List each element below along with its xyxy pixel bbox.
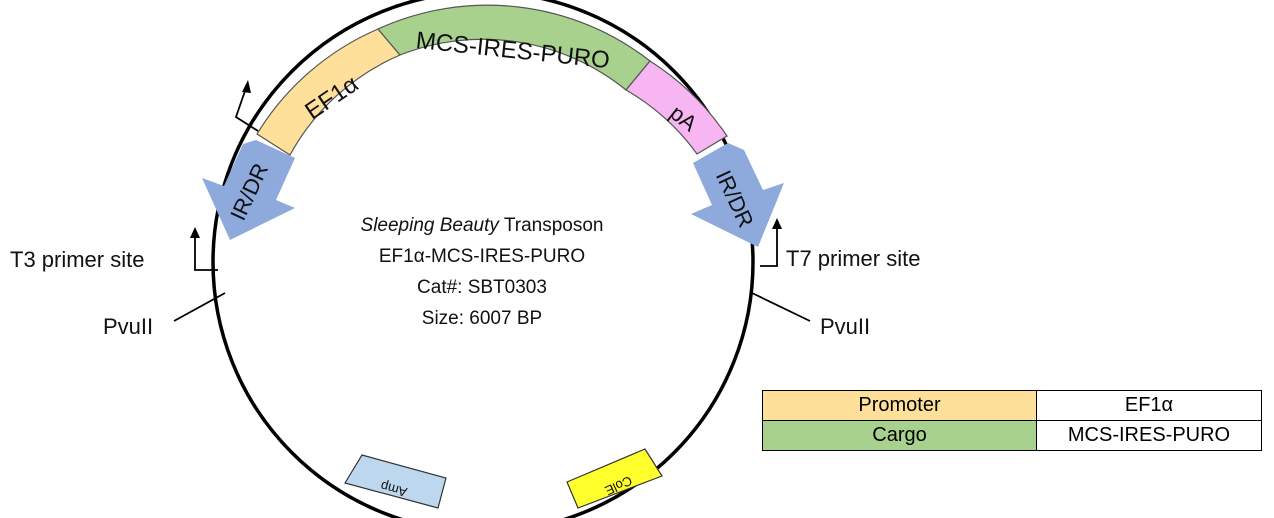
plasmid-catalog: Cat#: SBT0303 (417, 277, 547, 298)
segment-pa (625, 60, 728, 155)
ef1a-start-arrow (234, 87, 259, 132)
legend-value-promoter: EF1α (1036, 390, 1262, 421)
plasmid-description: Sleeping Beauty Transposon EF1α-MCS-IRES… (312, 210, 652, 334)
pvuii-right-line (751, 292, 811, 322)
plasmid-construct: EF1α-MCS-IRES-PURO (378, 246, 586, 267)
plasmid-title-rest: Transposon (498, 215, 604, 236)
label-amp: Amp (379, 479, 409, 500)
t7-primer-label: T7 primer site (786, 246, 920, 271)
t3-primer-arrowhead (190, 227, 200, 238)
legend-table: Promoter EF1α Cargo MCS-IRES-PURO (762, 390, 1262, 451)
legend-row-promoter: Promoter EF1α (762, 390, 1262, 421)
pvuii-left-line (173, 292, 226, 322)
pvuii-left-label: PvuII (103, 314, 153, 339)
t3-primer-arrow (194, 235, 218, 271)
plasmid-size: Size: 6007 BP (421, 308, 543, 329)
t7-primer-arrow (760, 226, 778, 267)
ef1a-start-arrowhead (242, 80, 251, 93)
ir-dr-left-arrow (202, 140, 295, 240)
t7-primer-arrowhead (772, 218, 782, 229)
plasmid-backbone (211, 0, 755, 518)
legend-key-cargo: Cargo (762, 420, 1037, 451)
legend-row-cargo: Cargo MCS-IRES-PURO (762, 420, 1262, 451)
plasmid-title-italic: Sleeping Beauty (360, 215, 499, 236)
t3-primer-label: T3 primer site (10, 247, 144, 272)
plasmid-title: Sleeping Beauty Transposon (312, 210, 652, 241)
legend-value-cargo: MCS-IRES-PURO (1036, 420, 1262, 451)
cole-feature (566, 448, 663, 509)
ir-dr-right-arrow (691, 143, 784, 247)
amp-feature (344, 454, 447, 509)
pvuii-right-label: PvuII (820, 314, 870, 339)
legend-key-promoter: Promoter (762, 390, 1037, 421)
